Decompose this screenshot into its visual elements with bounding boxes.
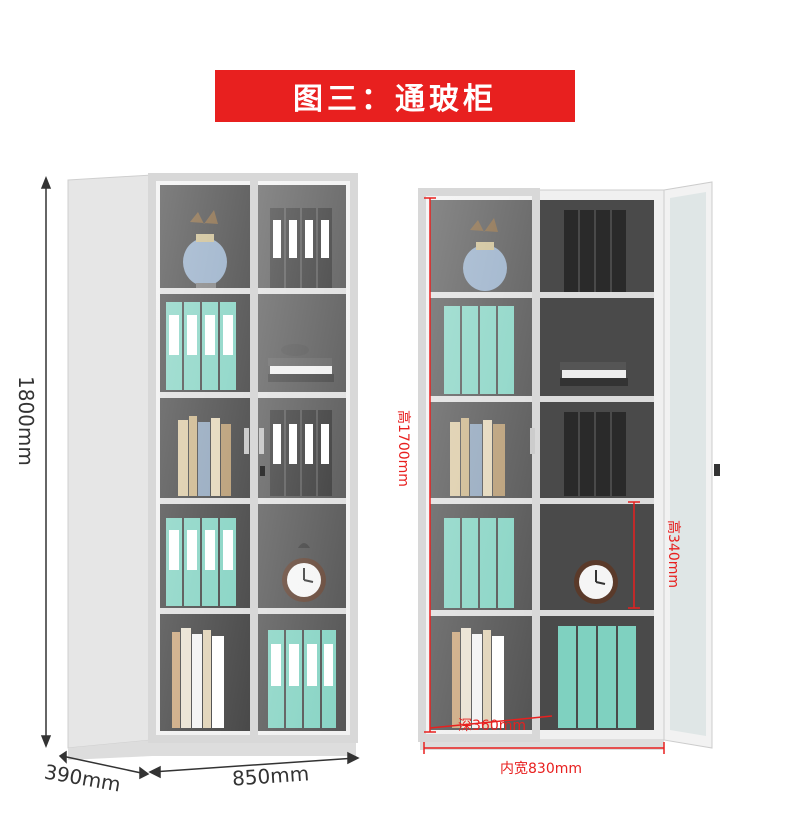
clock-2	[574, 560, 618, 604]
inner-depth-label: 深360mm	[458, 718, 526, 734]
inner-width-label: 内宽830mm	[500, 761, 582, 777]
height-label: 1800mm	[14, 376, 38, 466]
black-binders-4	[564, 412, 626, 496]
right-cabinet	[418, 181, 720, 754]
black-binders-3	[564, 210, 626, 292]
teal-binders-6	[558, 626, 636, 728]
title-banner: 图三：通玻柜	[215, 70, 575, 122]
inner-height-label: 高1700mm	[395, 410, 411, 487]
left-cabinet	[67, 173, 358, 760]
shelf-height-label: 高340mm	[665, 520, 681, 588]
stacked-books-2	[560, 362, 628, 386]
